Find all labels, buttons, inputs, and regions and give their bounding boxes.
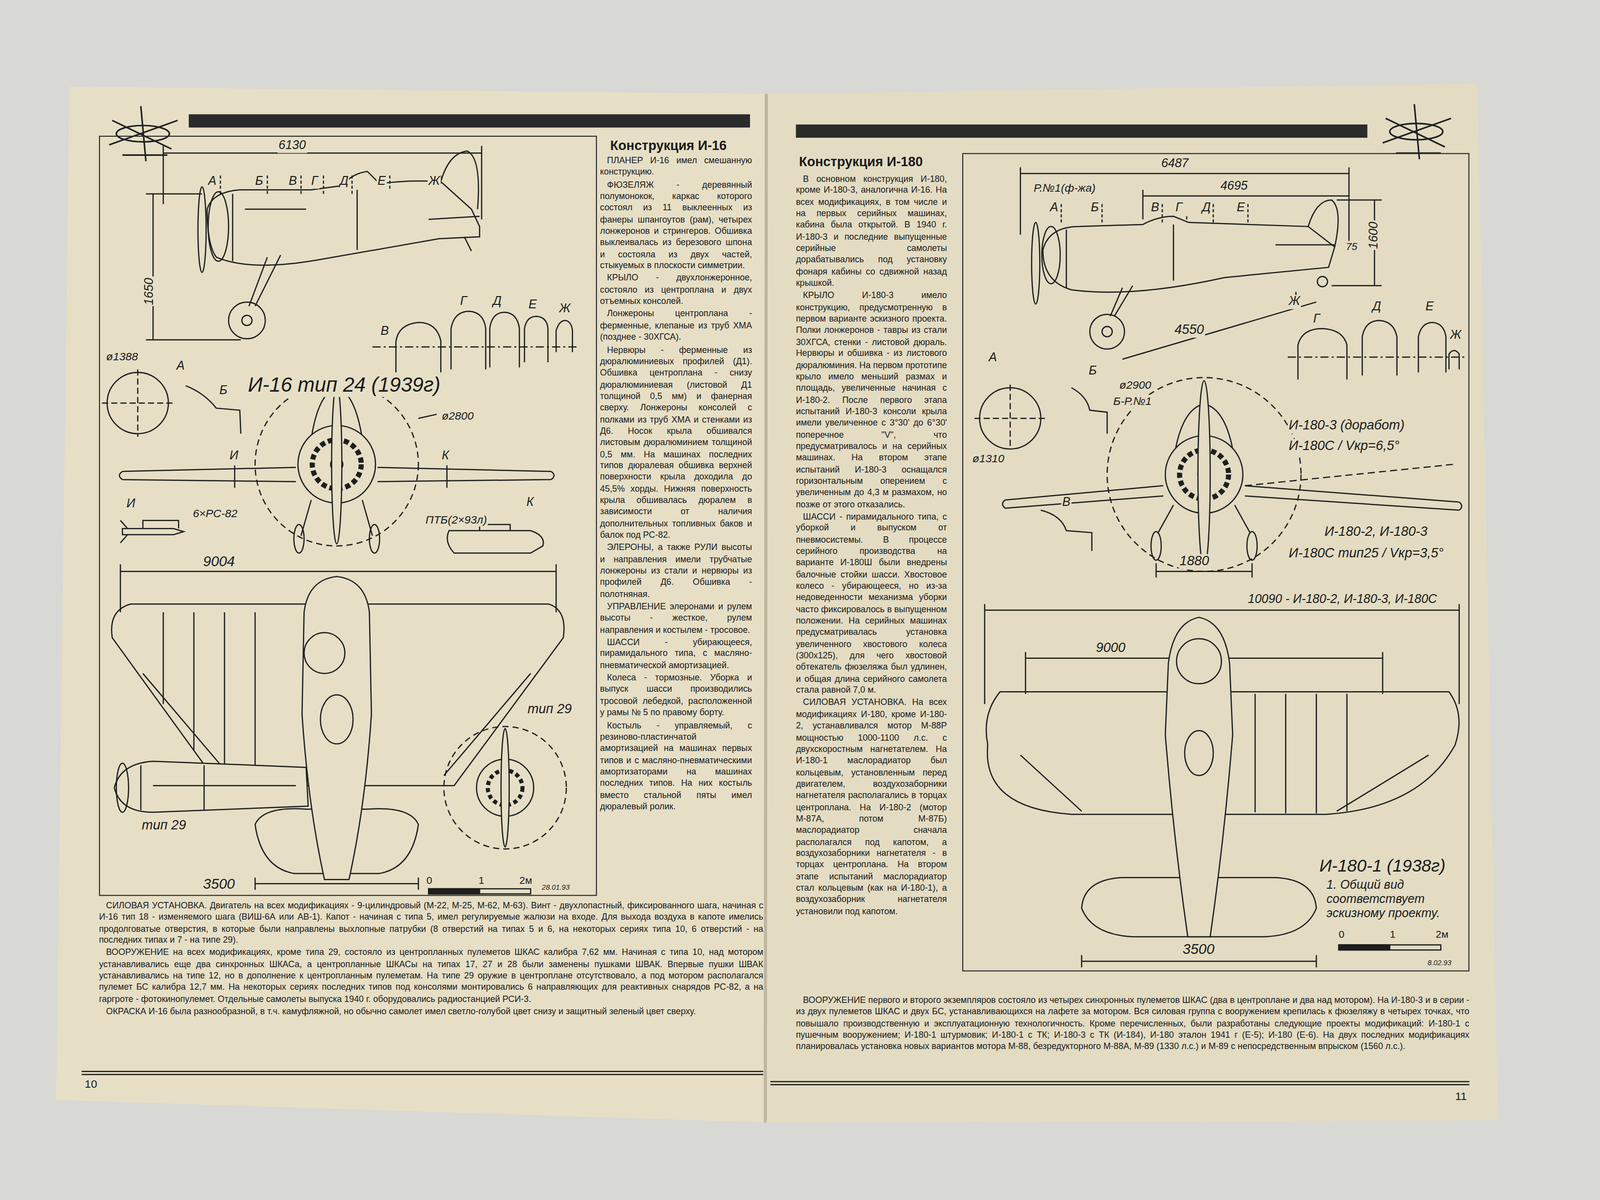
page-number: 11 [1453,1089,1468,1103]
callout-label: Б-Р.№1 [1112,395,1153,408]
text-column: СИЛОВАЯ УСТАНОВКА. Двигатель на всех мод… [99,900,764,1019]
dimension-label: 10090 - И-180-2, И-180-3, И-180С [1247,592,1439,607]
dimension-label: 4550 [1173,322,1205,338]
section-letter: А [987,350,999,366]
heading: Конструкция И-16 [609,138,728,154]
body-paragraph: В основном конструкция И-180, кроме И-18… [796,173,948,290]
dimension-label: ø1310 [971,451,1006,465]
dimension-label: 6487 [1160,157,1190,172]
callout-label: тип 29 [140,818,187,834]
section-letter: Ж [1287,295,1301,310]
dimension-label: 1650 [142,276,157,307]
section-letter: Г [1312,312,1322,327]
section-letter: Б [218,383,228,399]
callout-label: Р.№1(ф-жа) [1032,181,1097,195]
section-letter: Г [1174,200,1184,216]
body-paragraph: СИЛОВАЯ УСТАНОВКА. На всех модификациях … [796,697,948,918]
section-letter: В [379,324,390,339]
dimension-label: 75 [1345,240,1359,253]
body-paragraph: УПРАВЛЕНИЕ элеронами и рулем высоты - же… [600,600,752,636]
scale-label: 2м [1434,928,1450,941]
text-column: ПЛАНЕР И-16 имел смешанную конструкцию.Ф… [600,154,752,814]
body-paragraph: ВООРУЖЕНИЕ первого и второго экземпляров… [796,995,1470,1053]
section-letter: Ж [558,301,572,317]
callout-label: И-180-2, И-180-3 [1323,524,1429,540]
body-paragraph: Колеса - тормозные. Уборка и выпуск шасс… [600,672,752,719]
body-paragraph: КРЫЛО - двухлонжеронное, состояло из цен… [600,273,752,308]
section-letter: Б [1087,364,1098,379]
heading: Конструкция И-180 [798,154,925,171]
drawing-frame: И-180-1 (1938г)1. Общий вид соответствуе… [962,152,1470,972]
dimension-label: 4695 [1219,179,1250,194]
section-letter: В [1150,200,1161,216]
scale-label: 1 [1388,928,1397,941]
section-letter: Е [1424,300,1435,315]
dimension-label: ø1388 [104,350,139,363]
body-paragraph: ОКРАСКА И-16 была разнообразной, в т.ч. … [99,1006,764,1019]
dimension-label: ø2900 [1118,378,1152,392]
dimension-label: 6130 [277,138,307,153]
body-paragraph: ЭЛЕРОНЫ, а также РУЛИ высоты и направлен… [600,542,752,600]
section-letter: В [287,174,299,189]
section-letter: К [440,449,450,464]
callout-label: И-180С / Vкр=6,5° [1287,438,1401,454]
body-paragraph: Костыль - управляемый, с резиново-пласти… [600,720,752,813]
text-column: В основном конструкция И-180, кроме И-18… [796,173,948,919]
dimension-label: 1880 [1178,553,1210,570]
scale-label: 0 [425,874,434,887]
body-paragraph: СИЛОВАЯ УСТАНОВКА. Двигатель на всех мод… [99,900,764,947]
section-letter: Д [1371,300,1383,315]
scale-label: 2м [518,874,533,887]
section-letter: К [525,496,535,511]
body-paragraph: Нервюры - ферменные из дюралюминиевых пр… [600,344,752,542]
body-paragraph: КРЫЛО И-180-3 имело конструкцию, предусм… [796,290,948,511]
body-paragraph: ВООРУЖЕНИЕ на всех модификациях, кроме т… [99,947,764,1006]
section-letter: Е [1235,200,1247,216]
scale-label: 1 [477,874,486,887]
body-paragraph: ШАССИ - пирамидального типа, с уборкой и… [796,511,948,697]
section-letter: Ж [1449,328,1463,343]
drawing-note: 1. Общий вид соответствует эскизному про… [1324,878,1468,921]
body-paragraph: ПЛАНЕР И-16 имел смешанную конструкцию. [600,154,752,178]
section-letter: Д [491,295,503,310]
section-letter: А [175,359,186,374]
dimension-label: 9000 [1095,640,1127,656]
section-letter: И [125,497,137,512]
body-paragraph: ФЮЗЕЛЯЖ - деревянный полумонокок, каркас… [600,179,752,273]
dimension-label: 3500 [201,875,236,893]
section-letter: Б [253,174,264,189]
callout-label: тип 29 [526,701,573,718]
dimension-label: ø2800 [440,409,475,423]
drawing-title: И-16 тип 24 (1939г) [246,373,443,398]
section-letter: Е [527,298,538,313]
section-letter: И [228,449,240,464]
callout-label: И-180С тип25 / Vкр=3,5° [1287,546,1445,562]
callout-label: ПТБ(2×93л) [424,513,488,526]
page-number: 10 [83,1077,99,1091]
section-letter: Д [338,174,350,189]
section-letter: Г [459,295,469,310]
section-letter: Е [376,174,387,189]
signature-date: 28.01.93 [540,883,571,893]
drawing-title: И-180-1 (1938г) [1317,855,1448,876]
callout-label: 6×РС-82 [191,507,239,521]
dimension-label: 9004 [201,552,236,570]
body-paragraph: ШАССИ - убирающееся, пирамидального типа… [600,636,752,672]
body-paragraph: Лонжероны центроплана - ферменные, клепа… [600,308,752,344]
signature-date: 8.02.93 [1426,959,1453,968]
section-letter: А [207,174,218,189]
section-letter: Д [1200,200,1212,216]
section-letter: В [1061,496,1072,511]
section-letter: А [1049,200,1060,216]
dimension-label: 1600 [1367,220,1382,250]
scale-label: 0 [1337,928,1346,941]
drawing-frame: И-16 тип 24 (1939г) [99,135,598,897]
callout-label: И-180-3 (доработ) [1287,418,1406,434]
dimension-label: 3500 [1181,940,1216,958]
section-letter: Ж [427,174,441,189]
section-letter: Г [310,174,320,189]
text-column: ВООРУЖЕНИЕ первого и второго экземпляров… [796,995,1470,1054]
section-letter: Б [1089,200,1100,216]
